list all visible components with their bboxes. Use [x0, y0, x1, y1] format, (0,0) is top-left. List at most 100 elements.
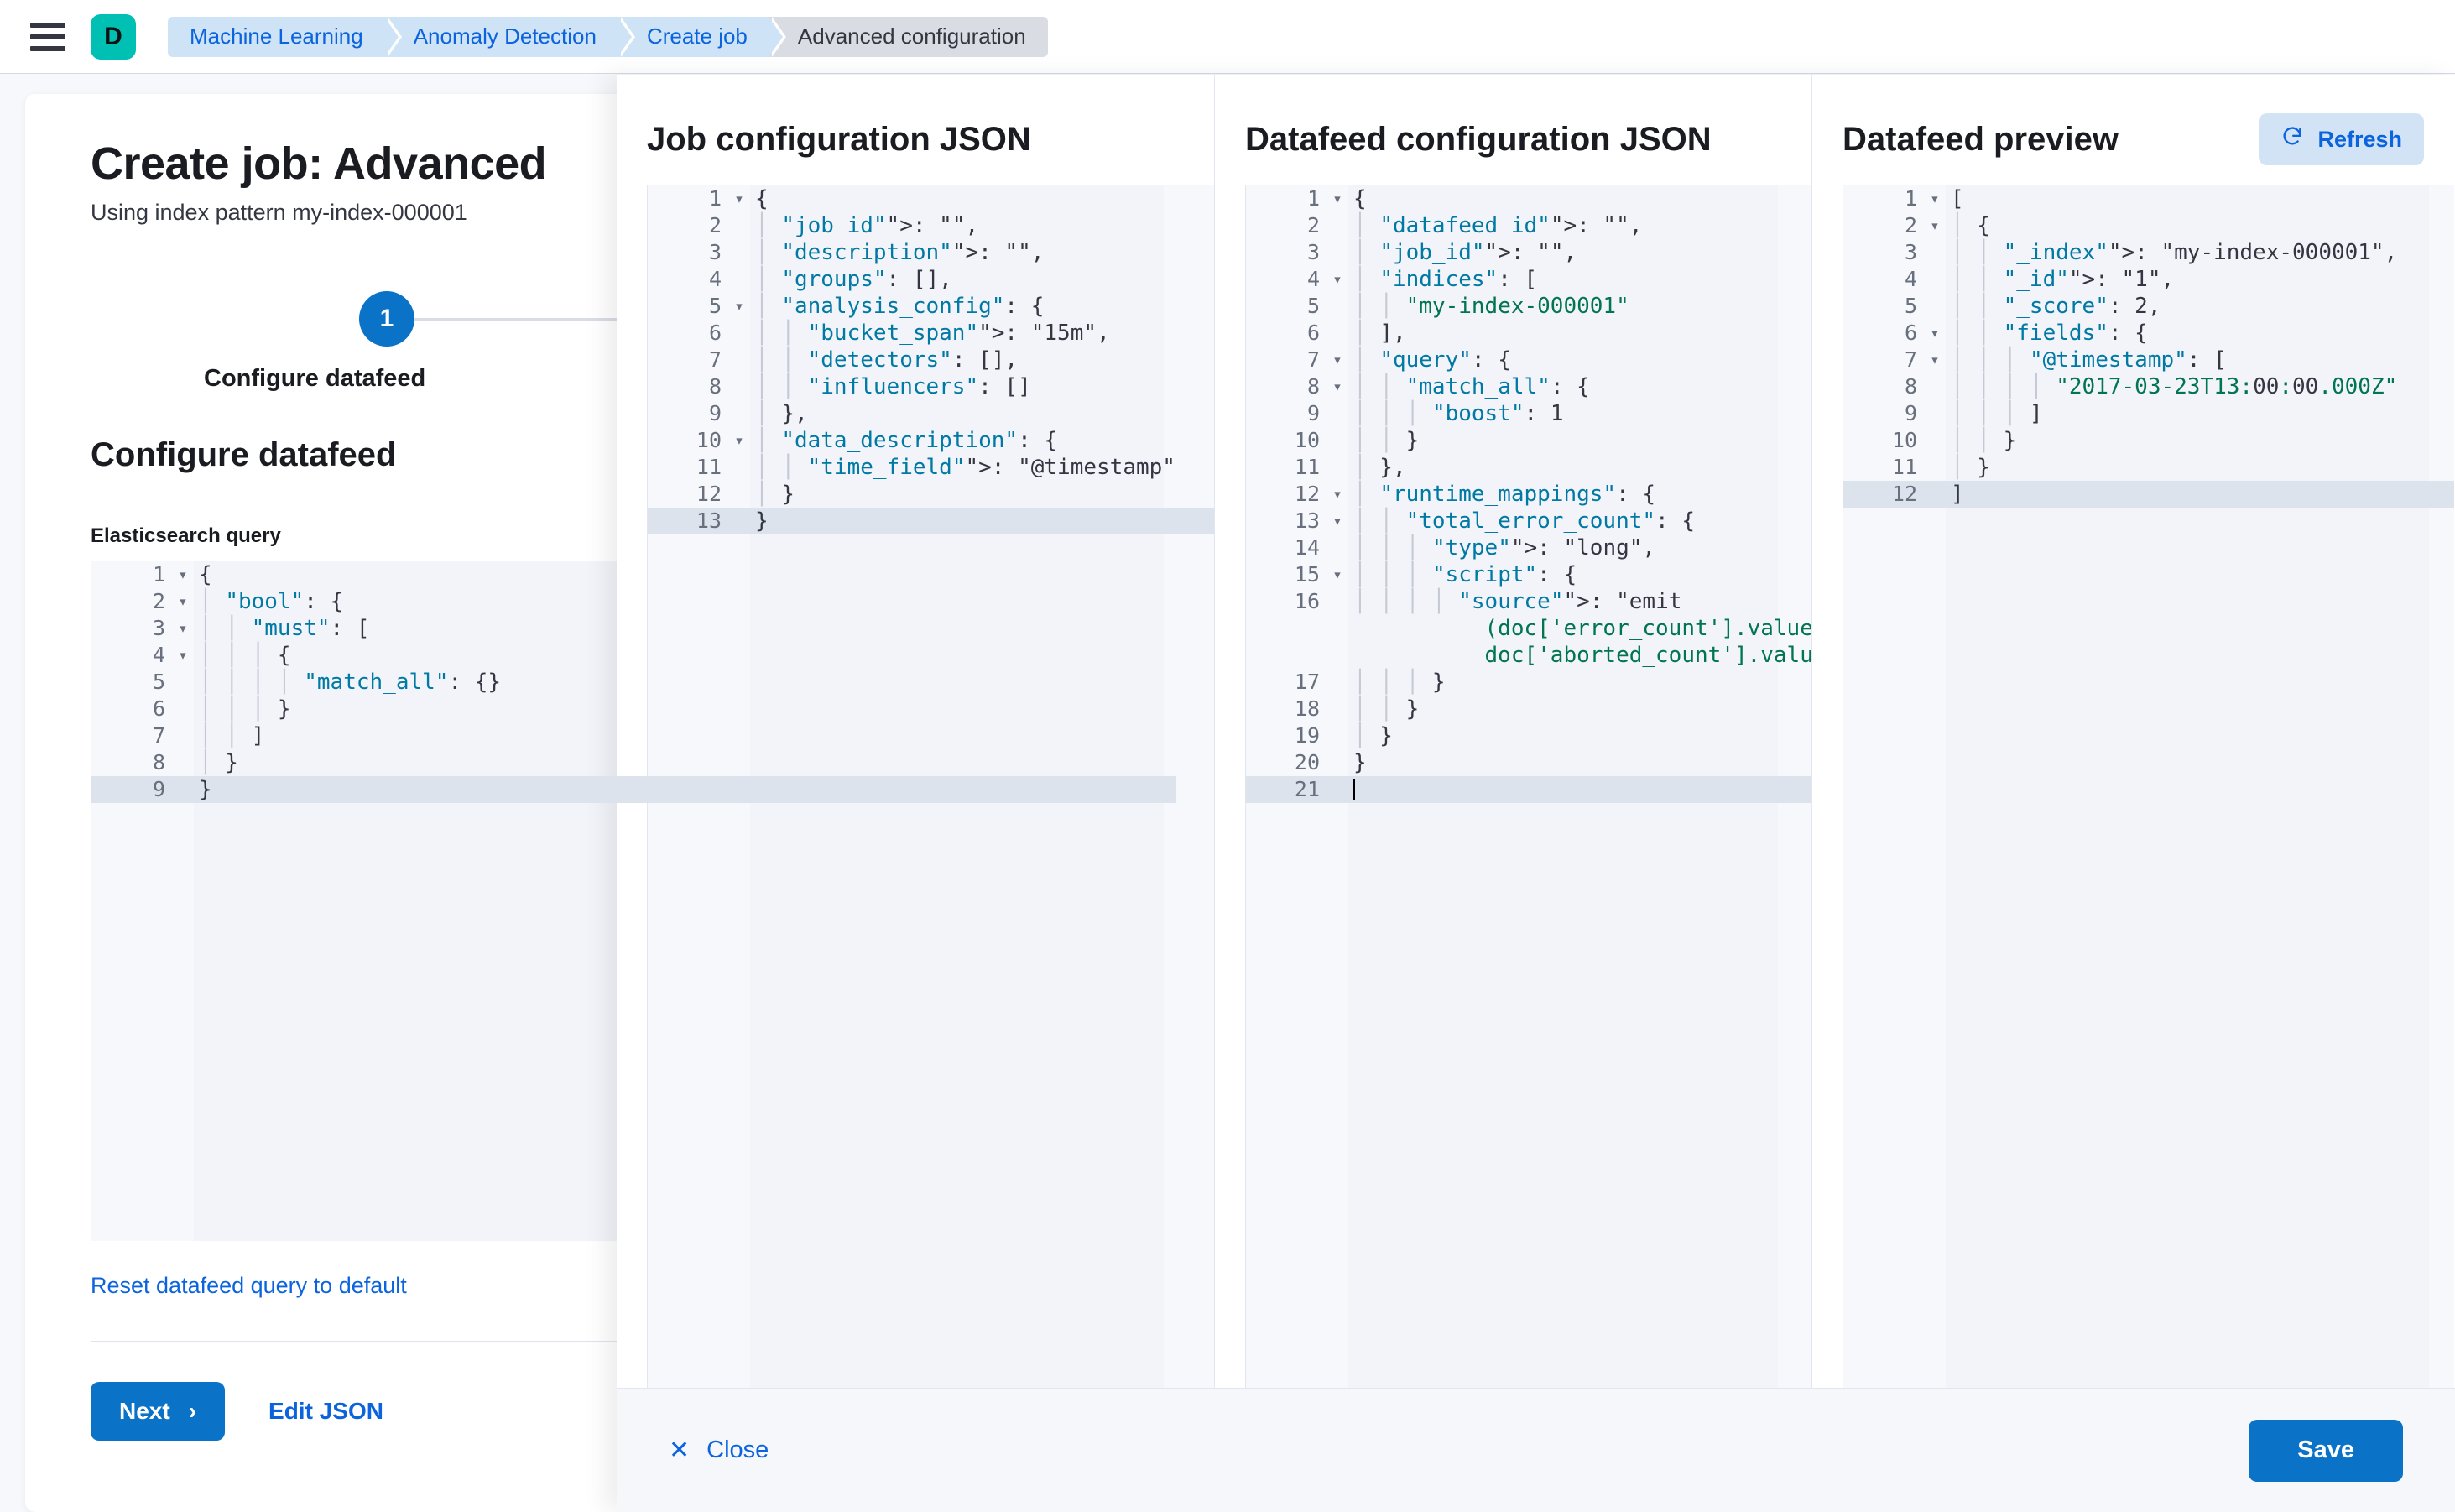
- fold-toggle-icon[interactable]: ▾: [178, 566, 188, 584]
- refresh-button[interactable]: Refresh: [2259, 113, 2424, 165]
- editor-line[interactable]: 9}: [91, 776, 1176, 803]
- editor-line[interactable]: 13}: [648, 508, 1214, 534]
- editor-line[interactable]: 7▾│ │ │ "@timestamp": [: [1843, 347, 2454, 373]
- editor-line[interactable]: 15▾│ │ │ "script": {: [1246, 561, 1811, 588]
- fold-toggle-icon[interactable]: ▾: [178, 646, 188, 665]
- editor-line[interactable]: 8│ │ │ │ "2017-03-23T13:00:00.000Z": [1843, 373, 2454, 400]
- editor-line[interactable]: 14│ │ │ "type"">: "long",: [1246, 534, 1811, 561]
- fold-toggle-icon[interactable]: ▾: [1332, 512, 1342, 530]
- editor-line[interactable]: 11│ │ "time_field"">: "@timestamp": [648, 454, 1214, 481]
- json-editor[interactable]: 1▾[2▾│ {3│ │ "_index"">: "my-index-00000…: [1843, 185, 2454, 1388]
- editor-line[interactable]: 13▾│ │ "total_error_count": {: [1246, 508, 1811, 534]
- editor-line[interactable]: 16│ │ │ │ "source"">: "emit: [1246, 588, 1811, 615]
- editor-line[interactable]: 7│ │ ]: [91, 722, 1176, 749]
- editor-line[interactable]: 6│ ],: [1246, 320, 1811, 347]
- editor-line[interactable]: 8│ }: [91, 749, 1176, 776]
- fold-toggle-icon[interactable]: ▾: [1332, 190, 1342, 208]
- editor-line-wrapped: doc['aborted_count'].value)": [1246, 642, 1811, 669]
- fold-toggle-icon[interactable]: ▾: [1332, 485, 1342, 503]
- editor-line-code: {: [199, 562, 212, 587]
- editor-line[interactable]: 21: [1246, 776, 1811, 803]
- editor-line[interactable]: 5│ │ "my-index-000001": [1246, 293, 1811, 320]
- editor-line-code: }: [1353, 750, 1367, 775]
- reset-datafeed-query-link[interactable]: Reset datafeed query to default: [91, 1273, 407, 1298]
- editor-line[interactable]: 1▾{: [91, 561, 1176, 588]
- next-button[interactable]: Next ›: [91, 1382, 226, 1441]
- fold-toggle-icon[interactable]: ▾: [178, 592, 188, 611]
- editor-line[interactable]: 8│ │ "influencers": []: [648, 373, 1214, 400]
- editor-line[interactable]: 10▾│ "data_description": {: [648, 427, 1214, 454]
- editor-line[interactable]: 2│ "job_id"">: "",: [648, 212, 1214, 239]
- breadcrumb-item-2[interactable]: Create job: [618, 16, 786, 57]
- save-button[interactable]: Save: [2249, 1419, 2403, 1482]
- fold-toggle-icon[interactable]: ▾: [178, 619, 188, 638]
- fold-toggle-icon[interactable]: ▾: [734, 190, 744, 208]
- breadcrumb-item-label: Anomaly Detection: [413, 23, 597, 49]
- editor-line[interactable]: 3│ │ "_index"">: "my-index-000001",: [1843, 239, 2454, 266]
- fold-toggle-icon[interactable]: ▾: [734, 297, 744, 315]
- editor-line[interactable]: 6▾│ │ "fields": {: [1843, 320, 2454, 347]
- editor-line[interactable]: 9│ },: [648, 400, 1214, 427]
- editor-line[interactable]: 5│ │ │ │ "match_all": {}: [91, 669, 1176, 696]
- editor-line[interactable]: 3│ "description"">: "",: [648, 239, 1214, 266]
- editor-line[interactable]: 6│ │ "bucket_span"">: "15m",: [648, 320, 1214, 347]
- editor-line[interactable]: 2│ "datafeed_id"">: "",: [1246, 212, 1811, 239]
- editor-line[interactable]: 10│ │ }: [1843, 427, 2454, 454]
- fold-toggle-icon[interactable]: ▾: [1332, 566, 1342, 584]
- line-number: 3: [708, 240, 722, 264]
- editor-line[interactable]: 3▾│ │ "must": [: [91, 615, 1176, 642]
- editor-line[interactable]: 4▾│ "indices": [: [1246, 266, 1811, 293]
- fold-toggle-icon[interactable]: ▾: [1930, 190, 1940, 208]
- editor-line[interactable]: 11│ }: [1843, 454, 2454, 481]
- editor-line[interactable]: 5│ │ "_score": 2,: [1843, 293, 2454, 320]
- editor-line[interactable]: 3│ "job_id"">: "",: [1246, 239, 1811, 266]
- line-number: 4: [1306, 267, 1320, 291]
- breadcrumb-item-0[interactable]: Machine Learning: [168, 16, 402, 57]
- fold-toggle-icon[interactable]: ▾: [1930, 216, 1940, 235]
- editor-line[interactable]: 4▾│ │ │ {: [91, 642, 1176, 669]
- close-button[interactable]: ✕ Close: [669, 1436, 769, 1464]
- breadcrumb-item-1[interactable]: Anomaly Detection: [384, 16, 636, 57]
- fold-toggle-icon[interactable]: ▾: [1332, 378, 1342, 396]
- editor-line[interactable]: 6│ │ │ }: [91, 696, 1176, 722]
- editor-line[interactable]: 11│ },: [1246, 454, 1811, 481]
- fold-toggle-icon[interactable]: ▾: [734, 431, 744, 450]
- line-number: 12: [1891, 482, 1917, 506]
- line-number: 9: [1904, 401, 1917, 425]
- step-1-circle[interactable]: 1: [359, 291, 414, 347]
- editor-line[interactable]: 12│ }: [648, 481, 1214, 508]
- editor-line-code: │ "datafeed_id"">: "",: [1353, 213, 1643, 238]
- editor-line[interactable]: 12▾│ "runtime_mappings": {: [1246, 481, 1811, 508]
- editor-line[interactable]: 10│ │ }: [1246, 427, 1811, 454]
- editor-line[interactable]: 2▾│ "bool": {: [91, 588, 1176, 615]
- hamburger-menu-icon[interactable]: [30, 22, 65, 51]
- editor-line[interactable]: 12]: [1843, 481, 2454, 508]
- json-editor[interactable]: 1▾{2│ "datafeed_id"">: "",3│ "job_id"">:…: [1245, 185, 1811, 1388]
- editor-line[interactable]: 1▾{: [648, 185, 1214, 212]
- editor-line[interactable]: 17│ │ │ }: [1246, 669, 1811, 696]
- line-number: 8: [1306, 374, 1320, 399]
- editor-line[interactable]: 2▾│ {: [1843, 212, 2454, 239]
- column-title: Job configuration JSON: [647, 120, 1031, 158]
- app-logo[interactable]: D: [91, 13, 136, 60]
- editor-line[interactable]: 18│ │ }: [1246, 696, 1811, 722]
- editor-line-code: │ │ "_score": 2,: [1951, 294, 2161, 319]
- editor-line[interactable]: 4│ "groups": [],: [648, 266, 1214, 293]
- breadcrumb-item-3[interactable]: Advanced configuration: [769, 16, 1048, 57]
- fold-toggle-icon[interactable]: ▾: [1930, 324, 1940, 342]
- editor-line[interactable]: 1▾[: [1843, 185, 2454, 212]
- editor-line[interactable]: 9│ │ │ ]: [1843, 400, 2454, 427]
- editor-line[interactable]: 5▾│ "analysis_config": {: [648, 293, 1214, 320]
- editor-line[interactable]: 9│ │ │ "boost": 1: [1246, 400, 1811, 427]
- editor-line[interactable]: 4│ │ "_id"">: "1",: [1843, 266, 2454, 293]
- fold-toggle-icon[interactable]: ▾: [1332, 351, 1342, 369]
- edit-json-link[interactable]: Edit JSON: [268, 1398, 383, 1424]
- editor-line[interactable]: 7▾│ "query": {: [1246, 347, 1811, 373]
- fold-toggle-icon[interactable]: ▾: [1332, 270, 1342, 289]
- fold-toggle-icon[interactable]: ▾: [1930, 351, 1940, 369]
- editor-line[interactable]: 8▾│ │ "match_all": {: [1246, 373, 1811, 400]
- editor-line[interactable]: 20}: [1246, 749, 1811, 776]
- editor-line[interactable]: 19│ }: [1246, 722, 1811, 749]
- editor-line[interactable]: 1▾{: [1246, 185, 1811, 212]
- editor-line[interactable]: 7│ │ "detectors": [],: [648, 347, 1214, 373]
